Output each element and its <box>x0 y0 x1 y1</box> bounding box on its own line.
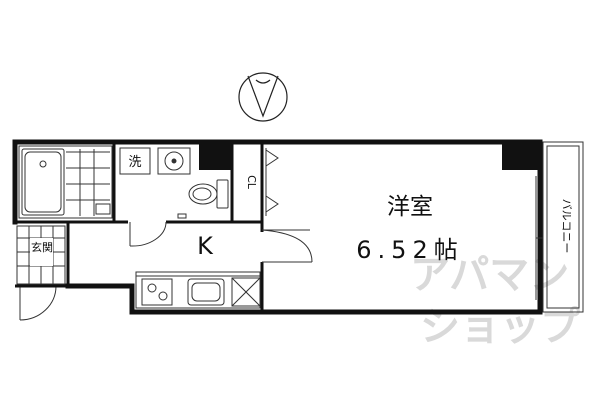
kitchen-door <box>129 221 167 247</box>
entrance-door <box>15 284 66 321</box>
toilet-icon <box>188 179 229 209</box>
western-room-name: 洋室 <box>387 194 433 220</box>
kitchen-label: K <box>197 232 214 260</box>
sink-icon <box>187 278 225 306</box>
entrance-label: 玄関 <box>31 240 53 254</box>
exterior-walls <box>12 139 543 315</box>
western-room-door <box>261 229 313 263</box>
western-room-size: 6.52帖 <box>356 236 463 264</box>
shower-tiles <box>66 149 110 216</box>
balcony-label: バルコニー <box>560 199 573 254</box>
balcony: バルコニー <box>542 141 584 313</box>
washroom-label: 洗 <box>128 155 141 170</box>
washroom: 洗 <box>119 147 191 175</box>
stove-icon <box>141 278 173 306</box>
kitchen-counter <box>135 271 261 309</box>
watermark: アパマン ショップ <box>410 252 580 350</box>
pillars <box>199 142 540 170</box>
entrance: 玄関 <box>16 225 66 285</box>
vent-icon <box>177 213 187 219</box>
closet: CL <box>245 148 279 216</box>
fridge-space-icon <box>231 277 261 307</box>
closet-label: CL <box>245 175 258 190</box>
north-arrow-icon <box>238 72 288 122</box>
bathroom <box>18 145 113 219</box>
